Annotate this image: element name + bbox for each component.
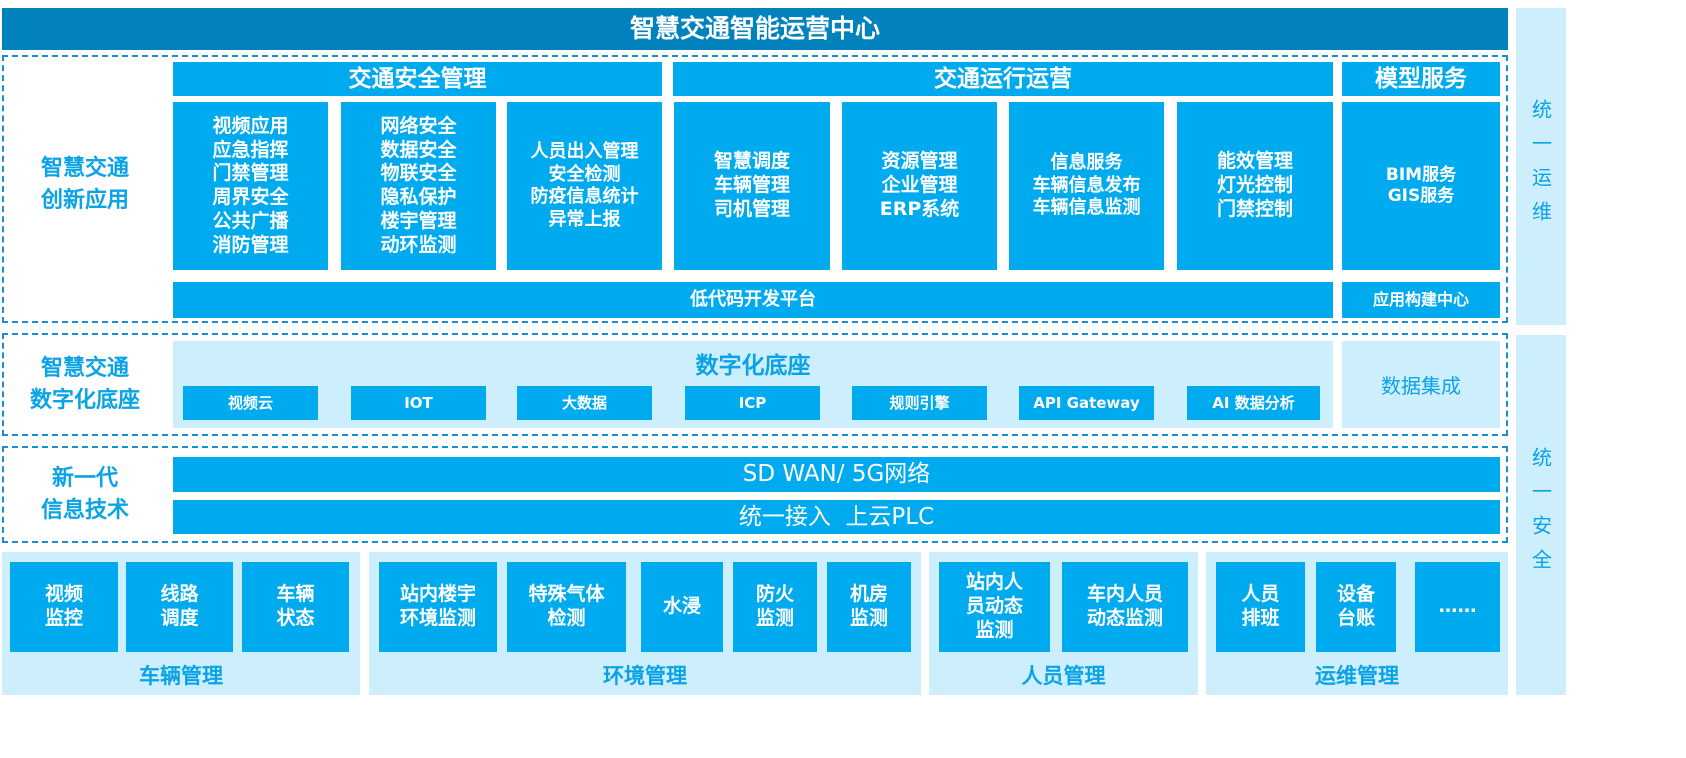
data-integration: 数据集成 xyxy=(1342,341,1500,428)
page-title: 智慧交通智能运营中心 xyxy=(2,8,1508,50)
chip-api-gateway: API Gateway xyxy=(1019,386,1154,420)
group-label-environment: 环境管理 xyxy=(603,664,687,688)
header-model-service: 模型服务 xyxy=(1342,62,1500,96)
app-box: 人员出入管理 安全检测 防疫信息统计 异常上报 xyxy=(507,102,662,270)
app-box: 资源管理 企业管理 ERP系统 xyxy=(842,102,997,270)
chip-rule-engine: 规则引擎 xyxy=(852,386,987,420)
app-box: 信息服务 车辆信息发布 车辆信息监测 xyxy=(1009,102,1164,270)
network-layer xyxy=(2,446,1508,543)
chip-icp: ICP xyxy=(685,386,820,420)
app-box: BIM服务 GIS服务 xyxy=(1342,102,1500,270)
group-item: 车辆 状态 xyxy=(242,562,349,652)
app-box: 视频应用 应急指挥 门禁管理 周界安全 公共广播 消防管理 xyxy=(173,102,328,270)
apps-layer xyxy=(2,55,1508,323)
group-label-vehicle: 车辆管理 xyxy=(139,664,223,688)
group-item: 防火 监测 xyxy=(733,562,817,652)
group-item: 车内人员 动态监测 xyxy=(1062,562,1188,652)
header-traffic-operation: 交通运行运营 xyxy=(673,62,1333,96)
group-item: 特殊气体 检测 xyxy=(507,562,626,652)
app-box: 智慧调度 车辆管理 司机管理 xyxy=(674,102,830,270)
group-item: 设备 台账 xyxy=(1316,562,1396,652)
group-item: 机房 监测 xyxy=(827,562,911,652)
unified-access-bar: 统一接入 上云PLC xyxy=(173,500,1500,534)
group-label-personnel: 人员管理 xyxy=(1021,664,1106,688)
group-item: 站内人 员动态 监测 xyxy=(939,562,1050,652)
header-traffic-safety: 交通安全管理 xyxy=(173,62,662,96)
group-item: 人员 排班 xyxy=(1216,562,1305,652)
app-box: 网络安全 数据安全 物联安全 隐私保护 楼宇管理 动环监测 xyxy=(341,102,496,270)
group-item: 水浸 xyxy=(641,562,723,652)
group-item: …… xyxy=(1415,562,1500,652)
app-builder-center: 应用构建中心 xyxy=(1342,282,1500,318)
digital-layer xyxy=(2,333,1508,436)
group-item: 线路 调度 xyxy=(126,562,233,652)
group-label-maintenance: 运维管理 xyxy=(1315,664,1399,688)
chip-iot: IOT xyxy=(351,386,486,420)
digital-layer-label: 智慧交通 数字化底座 xyxy=(29,356,140,413)
digital-base-title: 数字化底座 xyxy=(695,353,811,379)
chip-ai-analytics: AI 数据分析 xyxy=(1187,386,1320,420)
lowcode-platform: 低代码开发平台 xyxy=(173,282,1333,318)
sdwan-5g-bar: SD WAN/ 5G网络 xyxy=(173,457,1500,492)
unified-security-label: 统一安全 xyxy=(1516,335,1566,695)
group-item: 视频 监控 xyxy=(10,562,118,652)
group-item: 站内楼宇 环境监测 xyxy=(379,562,497,652)
app-box: 能效管理 灯光控制 门禁控制 xyxy=(1177,102,1333,270)
chip-video-cloud: 视频云 xyxy=(183,386,318,420)
chip-big-data: 大数据 xyxy=(517,386,652,420)
network-layer-label: 新一代 信息技术 xyxy=(40,466,129,523)
unified-ops-label: 统一运维 xyxy=(1516,8,1566,325)
apps-layer-label: 智慧交通 创新应用 xyxy=(40,156,129,213)
